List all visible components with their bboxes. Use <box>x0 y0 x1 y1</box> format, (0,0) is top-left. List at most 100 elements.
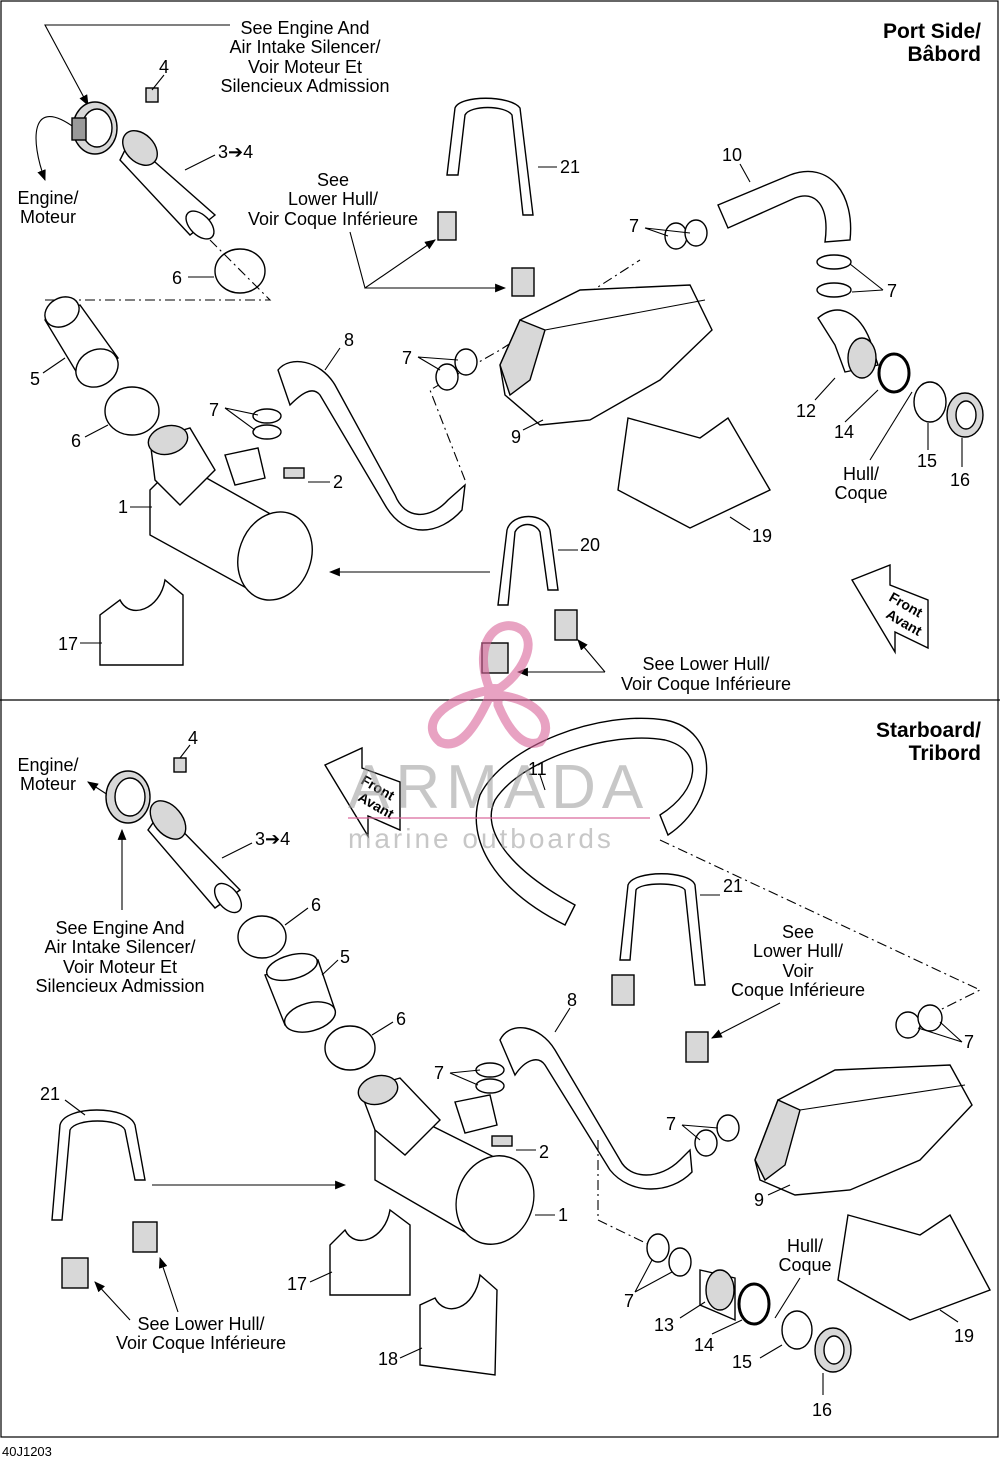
stbd-part-11-pipe <box>475 717 708 926</box>
stbd-leader-7-muffler <box>449 1069 481 1086</box>
port-engine-intake-leader <box>44 24 230 106</box>
port-note-engine-intake-4: Silencieux Admission <box>220 76 389 96</box>
port-clamp-engine <box>71 101 118 155</box>
stbd-leader-7-mid <box>681 1124 719 1141</box>
port-bracket-a <box>437 211 457 241</box>
port-callout-4: 4 <box>159 57 169 77</box>
stbd-note-engine-1: Engine/ <box>17 755 78 775</box>
stbd-part-13-fitting <box>699 1269 736 1322</box>
stbd-leader-5 <box>321 959 339 976</box>
port-callout-20: 20 <box>580 535 600 555</box>
port-title-line1: Port Side/ <box>883 20 981 43</box>
stbd-callout-3: 3➔4 <box>255 829 290 849</box>
stbd-callout-16: 16 <box>812 1400 832 1420</box>
armada-watermark: ARMADA marine outboards <box>348 621 650 854</box>
stbd-leader-11 <box>539 774 546 791</box>
watermark-brand: ARMADA <box>348 753 649 822</box>
port-callout-19: 19 <box>752 526 772 546</box>
stbd-callout-18: 18 <box>378 1349 398 1369</box>
port-clamp-7-g <box>816 254 852 270</box>
stbd-clamp-7-e <box>694 1129 718 1157</box>
stbd-part-17-pad <box>329 1208 411 1296</box>
propeller-logo <box>427 621 550 749</box>
stbd-callout-11: 11 <box>528 759 547 779</box>
port-leader-6-lower <box>84 424 109 438</box>
stbd-hull-leader <box>774 1277 801 1319</box>
stbd-leader-6-top <box>284 907 309 926</box>
port-callout-10: 10 <box>722 145 742 165</box>
stbd-clamp-7-a <box>475 1062 505 1078</box>
stbd-callout-13: 13 <box>654 1315 674 1335</box>
stbd-leader-15 <box>759 1344 783 1359</box>
stbd-clamp-engine <box>105 770 151 824</box>
port-side-panel: Port Side/ Bâbord See Engine And Air Int… <box>17 18 984 694</box>
stbd-note-lower-hull-four-2: Lower Hull/ <box>753 941 843 961</box>
port-clamp-7-h <box>816 282 852 298</box>
port-callout-12: 12 <box>796 401 816 421</box>
port-leader-7-res <box>417 356 459 371</box>
stbd-note-engine-intake-2: Air Intake Silencer/ <box>44 937 195 957</box>
port-part-5-sleeve <box>43 296 120 388</box>
port-leader-5 <box>42 357 66 374</box>
stbd-note-engine-intake-3: Voir Moteur Et <box>63 957 177 977</box>
stbd-engine-leader <box>87 781 109 796</box>
port-lower-hull-leader-a <box>349 231 436 289</box>
stbd-part-18-pad <box>419 1273 498 1376</box>
stbd-part-8-hose <box>499 1026 693 1190</box>
port-callout-17: 17 <box>58 634 78 654</box>
port-callout-9: 9 <box>511 427 521 447</box>
port-leader-4 <box>151 74 165 91</box>
stbd-callout-7-muffler: 7 <box>434 1063 444 1083</box>
stbd-callout-6-lower: 6 <box>396 1009 406 1029</box>
stbd-callout-1: 1 <box>558 1205 568 1225</box>
stbd-note-hull-2: Coque <box>778 1255 831 1275</box>
port-note-engine-1: Engine/ <box>17 188 78 208</box>
port-clamp-6-top <box>214 248 266 294</box>
stbd-part-5-sleeve <box>264 952 337 1033</box>
stbd-note-engine-2: Moteur <box>20 774 76 794</box>
port-part-14-gasket <box>877 352 911 394</box>
port-note-lower-hull-1: See <box>317 170 349 190</box>
port-callout-8: 8 <box>344 330 354 350</box>
port-leader-7-top <box>644 227 691 237</box>
stbd-leader-3 <box>221 842 253 859</box>
stbd-note-lower-hull-four-3: Voir <box>782 961 813 981</box>
stbd-leader-14 <box>711 1319 743 1335</box>
stbd-callout-19: 19 <box>954 1326 974 1346</box>
stbd-clamp-6-top <box>237 915 287 959</box>
stbd-callout-4: 4 <box>188 728 198 748</box>
stbd-leader-4 <box>179 744 191 759</box>
stbd-leader-9 <box>767 1184 791 1196</box>
port-bracket-b <box>511 267 535 297</box>
port-leader-9 <box>522 419 544 431</box>
stbd-leader-18 <box>399 1347 423 1359</box>
port-part-19-pad <box>617 416 771 529</box>
port-title-line2: Bâbord <box>908 43 982 66</box>
port-leader-7-right <box>849 263 884 293</box>
port-note-engine-intake-1: See Engine And <box>240 18 369 38</box>
stbd-callout-5: 5 <box>340 947 350 967</box>
stbd-dash-vertical <box>597 1140 661 1251</box>
starboard-title-line1: Starboard/ <box>876 719 981 742</box>
stbd-part-3-adapter <box>147 800 243 914</box>
port-note-hull-2: Coque <box>834 483 887 503</box>
port-note-engine-2: Moteur <box>20 207 76 227</box>
port-part-21-strap <box>446 97 534 216</box>
stbd-clamp-7-h <box>668 1247 692 1277</box>
port-note-engine-intake-3: Voir Moteur Et <box>248 57 362 77</box>
stbd-clamp-7-f <box>716 1114 740 1142</box>
port-lower-hull-two-leader <box>577 639 606 673</box>
stbd-callout-6-top: 6 <box>311 895 321 915</box>
port-leader-10 <box>739 163 751 183</box>
port-callout-7-top: 7 <box>629 216 639 236</box>
stbd-clamp-7-c <box>895 1011 921 1039</box>
port-dash-upper-left <box>45 239 272 301</box>
stbd-lower-hull-four-leader <box>711 1002 781 1039</box>
port-part-17-pad <box>99 578 184 666</box>
port-callout-7-right: 7 <box>887 281 897 301</box>
port-callout-2: 2 <box>333 472 343 492</box>
port-callout-16: 16 <box>950 470 970 490</box>
stbd-callout-17: 17 <box>287 1274 307 1294</box>
stbd-leader-21-left <box>64 1099 86 1116</box>
